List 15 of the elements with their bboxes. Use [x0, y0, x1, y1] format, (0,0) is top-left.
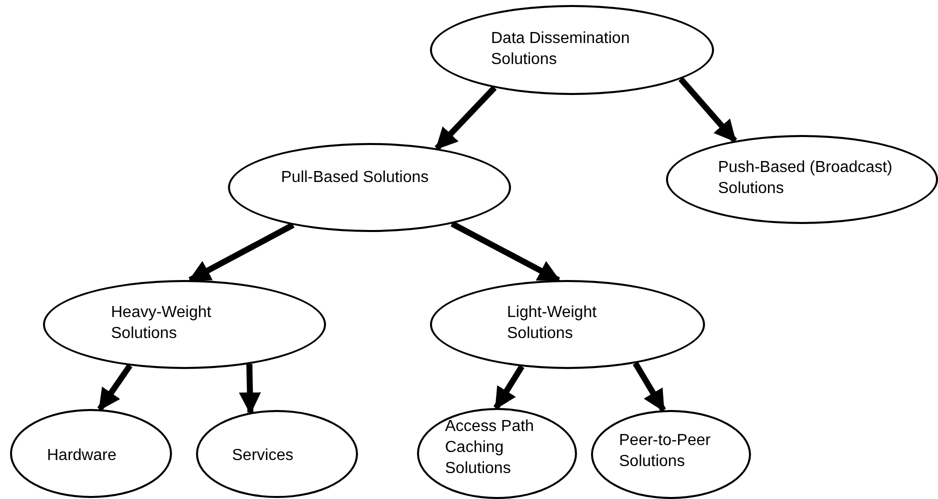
node-label: Hardware	[47, 446, 118, 466]
node-label: Push-Based (Broadcast) Solutions	[718, 158, 894, 199]
arrow	[434, 86, 497, 150]
node-label: Light-Weight Solutions	[507, 303, 598, 344]
arrow	[97, 364, 132, 411]
node-label: Services	[232, 446, 294, 466]
arrow	[632, 362, 666, 412]
node-label: Data Dissemination Solutions	[491, 29, 631, 70]
node-label: Heavy-Weight Solutions	[111, 303, 212, 344]
node-label: Pull-Based Solutions	[281, 168, 430, 188]
node-label: Access Path Caching Solutions	[445, 417, 535, 479]
arrow	[188, 222, 294, 283]
arrow	[678, 76, 738, 143]
arrow	[450, 221, 560, 283]
node-label: Peer-to-Peer Solutions	[619, 431, 712, 472]
